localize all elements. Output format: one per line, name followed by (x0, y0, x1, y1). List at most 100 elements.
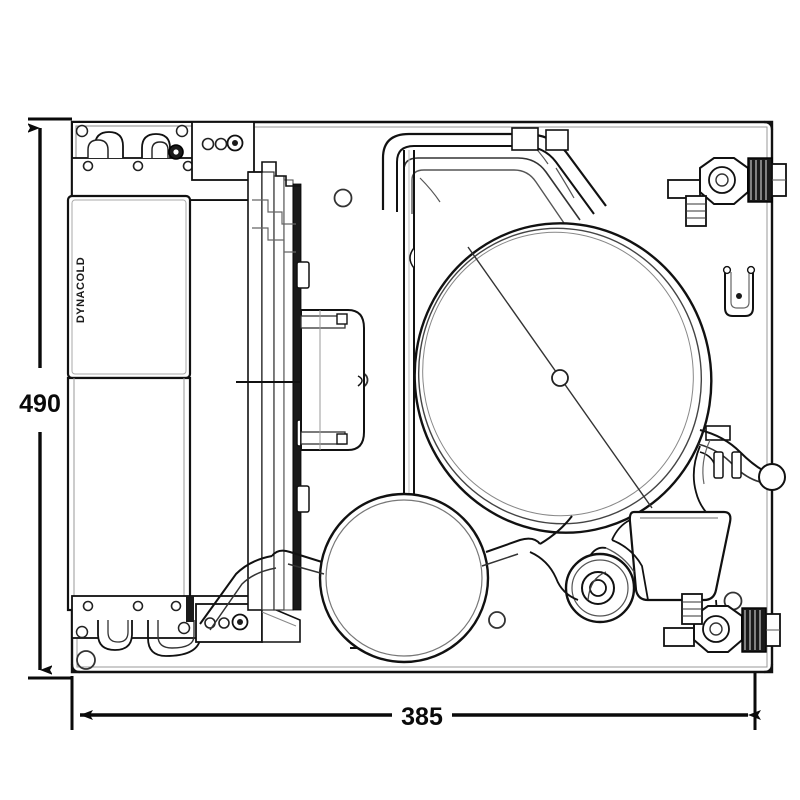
secondary-tank-outer (318, 492, 490, 664)
left-lower-body (66, 376, 192, 612)
clip-inner (730, 272, 750, 309)
boiler-right-ports (699, 425, 731, 471)
rail-clip-lower (296, 485, 310, 513)
corner-screw-bl (75, 625, 89, 639)
lower-tube-1 (199, 555, 273, 625)
tube-bend-marker-2 (555, 167, 575, 199)
hole-upper-mid (333, 188, 353, 208)
left-lower-panel (66, 376, 192, 612)
secondary-tank-right-pipe-2 (481, 553, 519, 567)
bottom-right-valve-assembly (663, 593, 781, 653)
bottom-rail-hole-3 (170, 600, 182, 612)
brand-plate-inner (71, 199, 187, 375)
boiler-left-nipple (409, 247, 415, 269)
pump-vane-hint (587, 571, 607, 601)
dimension-height-490: 490 (19, 117, 72, 680)
bottom-rail-hole-1 (82, 600, 94, 612)
brand-label: DYNACOLD (75, 257, 87, 323)
rail-1 (247, 171, 263, 611)
rail-top-step-profile (248, 161, 301, 187)
bottom-connector-crease (261, 611, 297, 627)
lower-tube-2 (209, 567, 277, 631)
corner-br (763, 663, 774, 674)
rail-hole-1 (82, 160, 94, 172)
bottom-valve-knurled-nut (741, 607, 767, 653)
connector-block-body (191, 121, 255, 181)
boiler-right-port (705, 425, 731, 441)
corner-bl (70, 663, 81, 674)
bracket-body (300, 309, 365, 451)
dimension-label-height: 490 (19, 390, 61, 418)
rail-step-detail-2 (252, 199, 296, 225)
connector-port-1 (201, 137, 215, 151)
rail-dark-divider (292, 183, 302, 611)
tube-arch-4 (151, 141, 169, 158)
rail-3 (273, 175, 285, 611)
steam-wand-nozzle (692, 429, 786, 519)
spring-retaining-clip (722, 265, 756, 317)
dimension-width-385: 385 (70, 664, 761, 731)
clip-eye-left (722, 265, 732, 275)
bottom-valve-knurl-lines (744, 610, 761, 650)
top-valve-knurled-nut (747, 157, 773, 203)
dimension-annotations: 490 385 (19, 117, 761, 731)
boiler-top-fittings (409, 127, 569, 269)
clip-body (724, 268, 754, 317)
lower-tube-3 (539, 515, 573, 545)
connector-port-2 (214, 137, 228, 151)
group-head-cup (611, 510, 732, 602)
boiler-top-port-2 (545, 129, 569, 151)
boiler-top-port-1 (511, 127, 539, 151)
bracket-side-notch (357, 375, 363, 387)
bracket-screw-bottom (336, 433, 348, 445)
lower-tube-5 (605, 547, 635, 573)
tube-arch-2 (87, 139, 109, 158)
bracket-screw-top (336, 313, 348, 325)
bottom-valve-inlet-pipe (663, 627, 695, 647)
bottom-port-2 (218, 617, 230, 629)
rail-hole-2 (132, 160, 144, 172)
bottom-port-3-core (237, 619, 243, 625)
bottom-connector-wedge (261, 602, 301, 643)
secondary-tank-left-pipe (271, 549, 323, 563)
corner-screw-tl (75, 124, 89, 138)
clip-eye-right (746, 265, 756, 275)
lower-tube-6 (529, 551, 579, 601)
fastener-dark-top-center (173, 149, 179, 155)
tube-bend-marker-3 (419, 177, 441, 203)
lower-tube-4 (611, 539, 649, 601)
bottom-dark-tab (186, 596, 194, 622)
bottom-valve-bore-inner (709, 622, 723, 636)
tube-inner-upper (396, 145, 595, 215)
center-mounting-bracket (300, 309, 365, 451)
top-valve-bore-inner (715, 173, 729, 187)
rotary-pump-motor (564, 546, 636, 624)
tube-fourth-upper (411, 169, 567, 227)
rail-clip-upper (296, 261, 310, 289)
connector-port-3-core (232, 140, 238, 146)
corner-screw-br (177, 621, 191, 635)
pump-inlet-neck (589, 546, 607, 557)
cup-left-shoulder (611, 519, 631, 541)
secondary-tank-right-pipe (485, 537, 541, 553)
corner-screw-tr (175, 124, 189, 138)
boiler-third-shell (422, 231, 694, 517)
wand-prong-2 (731, 451, 742, 479)
clip-center-dot (736, 293, 742, 299)
hole-lower-mid (488, 611, 506, 629)
wand-tip-ball (758, 463, 786, 491)
dynacold-brand-plate: DYNACOLD (66, 194, 192, 380)
pump-inner-ring (571, 559, 629, 617)
bottom-valve-barb-ribs (682, 601, 702, 617)
bottom-tube-bend-4 (171, 620, 195, 649)
main-boiler-tank (413, 222, 713, 534)
bottom-tube-bend-2 (157, 620, 173, 649)
bottom-tube-bend-1 (147, 620, 167, 657)
corner-tr (763, 120, 774, 131)
pump-shaft (589, 579, 607, 597)
dimension-label-width: 385 (401, 703, 443, 731)
boiler-inner-shell (417, 227, 703, 525)
rail-4 (283, 179, 294, 611)
